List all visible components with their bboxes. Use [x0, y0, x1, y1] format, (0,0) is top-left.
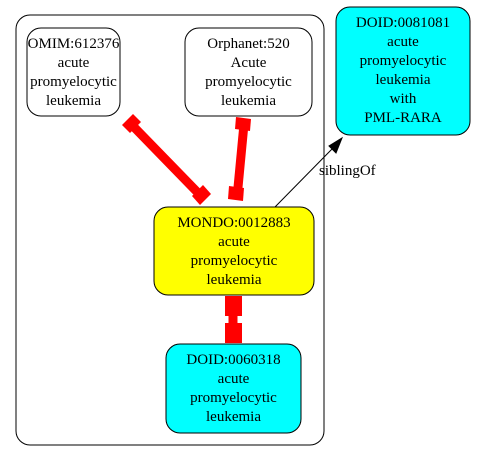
edge-omim-mondo	[122, 114, 211, 205]
node-doid-0081081-line-4: leukemia	[376, 72, 431, 88]
edge-mondo-doid-0081081: siblingOf	[274, 136, 376, 208]
node-mondo-0012883-line-1: MONDO:0012883	[177, 215, 290, 231]
node-omim-612376-line-3: promyelocytic	[30, 74, 117, 90]
node-doid-0060318-line-1: DOID:0060318	[186, 352, 280, 368]
node-doid-0081081[interactable]: DOID:0081081 acute promyelocytic leukemi…	[335, 6, 471, 136]
cluster-box	[15, 14, 325, 446]
node-doid-0081081-line-3: promyelocytic	[360, 53, 447, 69]
edge-mondo-doid-0060318	[225, 296, 242, 343]
node-doid-0060318-line-2: acute	[218, 371, 250, 387]
node-mondo-0012883[interactable]: MONDO:0012883 acute promyelocytic leukem…	[153, 206, 315, 296]
node-doid-0060318-line-4: leukemia	[206, 409, 261, 425]
node-omim-612376-line-1: OMIM:612376	[28, 36, 120, 52]
node-doid-0060318[interactable]: DOID:0060318 acute promyelocytic leukemi…	[165, 343, 302, 434]
node-doid-0081081-line-5: with	[390, 91, 417, 107]
node-orphanet-520-line-2: Acute	[231, 55, 267, 71]
node-orphanet-520-line-3: promyelocytic	[205, 74, 292, 90]
node-mondo-0012883-line-4: leukemia	[207, 272, 262, 288]
node-omim-612376[interactable]: OMIM:612376 acute promyelocytic leukemia	[26, 27, 121, 117]
node-doid-0081081-line-1: DOID:0081081	[356, 15, 450, 31]
node-doid-0060318-line-3: promyelocytic	[190, 390, 277, 406]
node-mondo-0012883-line-2: acute	[218, 234, 250, 250]
node-omim-612376-line-4: leukemia	[46, 93, 101, 109]
node-doid-0081081-line-6: PML-RARA	[364, 110, 442, 126]
node-mondo-0012883-line-3: promyelocytic	[191, 253, 278, 269]
node-omim-612376-line-2: acute	[58, 55, 90, 71]
node-doid-0081081-line-2: acute	[387, 34, 419, 50]
edges-layer: siblingOf	[122, 114, 376, 343]
edge-label-siblingof: siblingOf	[319, 163, 376, 179]
node-orphanet-520-line-1: Orphanet:520	[207, 36, 289, 52]
edge-orphanet-mondo	[228, 117, 251, 201]
node-orphanet-520-line-4: leukemia	[221, 93, 276, 109]
node-orphanet-520[interactable]: Orphanet:520 Acute promyelocytic leukemi…	[184, 27, 313, 117]
